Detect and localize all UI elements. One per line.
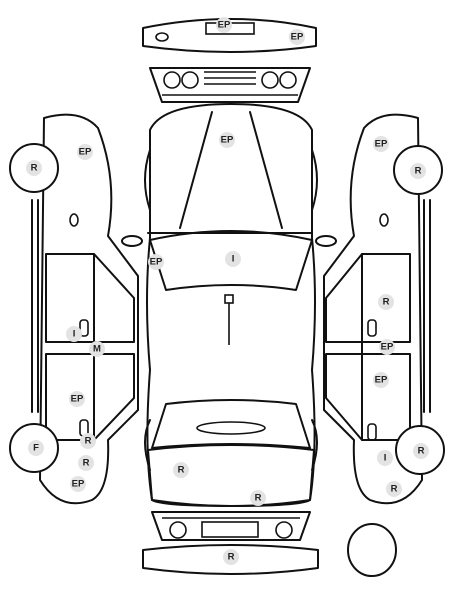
damage-marker: I	[377, 450, 393, 466]
svg-text:EP: EP	[79, 147, 92, 158]
damage-marker: EP	[69, 391, 85, 407]
damage-marker: F	[28, 440, 44, 456]
damage-marker: EP	[373, 372, 389, 388]
svg-text:R: R	[228, 552, 235, 563]
damage-marker: R	[78, 455, 94, 471]
spare-wheel	[347, 523, 397, 577]
rear-bumper-view	[142, 544, 319, 575]
rear-trunk-view	[151, 511, 311, 541]
svg-text:EP: EP	[72, 479, 85, 490]
damage-marker: R	[410, 163, 426, 179]
svg-text:EP: EP	[218, 20, 231, 31]
svg-text:R: R	[418, 446, 425, 457]
damage-marker: EP	[373, 136, 389, 152]
damage-marker: R	[386, 481, 402, 497]
svg-text:I: I	[384, 453, 387, 464]
svg-text:R: R	[415, 166, 422, 177]
car-top-view	[121, 103, 337, 507]
svg-text:R: R	[383, 297, 390, 308]
svg-text:M: M	[93, 344, 101, 355]
front-grille-view	[149, 67, 311, 103]
svg-text:EP: EP	[221, 135, 234, 146]
damage-marker: R	[80, 433, 96, 449]
damage-marker: R	[413, 443, 429, 459]
damage-markers: EP EP EP EP EP I R R R R EP R EP F I M R…	[26, 17, 429, 565]
damage-marker: R	[250, 490, 266, 506]
damage-marker: M	[89, 341, 105, 357]
damage-marker: R	[223, 549, 239, 565]
svg-text:R: R	[85, 436, 92, 447]
svg-text:F: F	[33, 443, 39, 454]
damage-marker: R	[26, 160, 42, 176]
damage-marker: EP	[289, 29, 305, 45]
damage-marker: EP	[216, 17, 232, 33]
damage-marker: I	[225, 251, 241, 267]
svg-text:R: R	[83, 458, 90, 469]
damage-marker: R	[173, 462, 189, 478]
svg-text:EP: EP	[381, 342, 394, 353]
damage-marker: I	[66, 326, 82, 342]
damage-marker: EP	[379, 339, 395, 355]
svg-text:EP: EP	[375, 139, 388, 150]
svg-text:EP: EP	[291, 32, 304, 43]
damage-marker: EP	[70, 476, 86, 492]
svg-text:R: R	[31, 163, 38, 174]
svg-text:EP: EP	[375, 375, 388, 386]
damage-marker: EP	[219, 132, 235, 148]
svg-text:R: R	[178, 465, 185, 476]
damage-marker: R	[378, 294, 394, 310]
svg-text:R: R	[255, 493, 262, 504]
damage-marker: EP	[77, 144, 93, 160]
svg-text:EP: EP	[71, 394, 84, 405]
svg-text:R: R	[391, 484, 398, 495]
svg-text:I: I	[73, 329, 76, 340]
svg-text:I: I	[232, 254, 235, 265]
damage-marker: EP	[148, 254, 164, 270]
svg-text:EP: EP	[150, 257, 163, 268]
